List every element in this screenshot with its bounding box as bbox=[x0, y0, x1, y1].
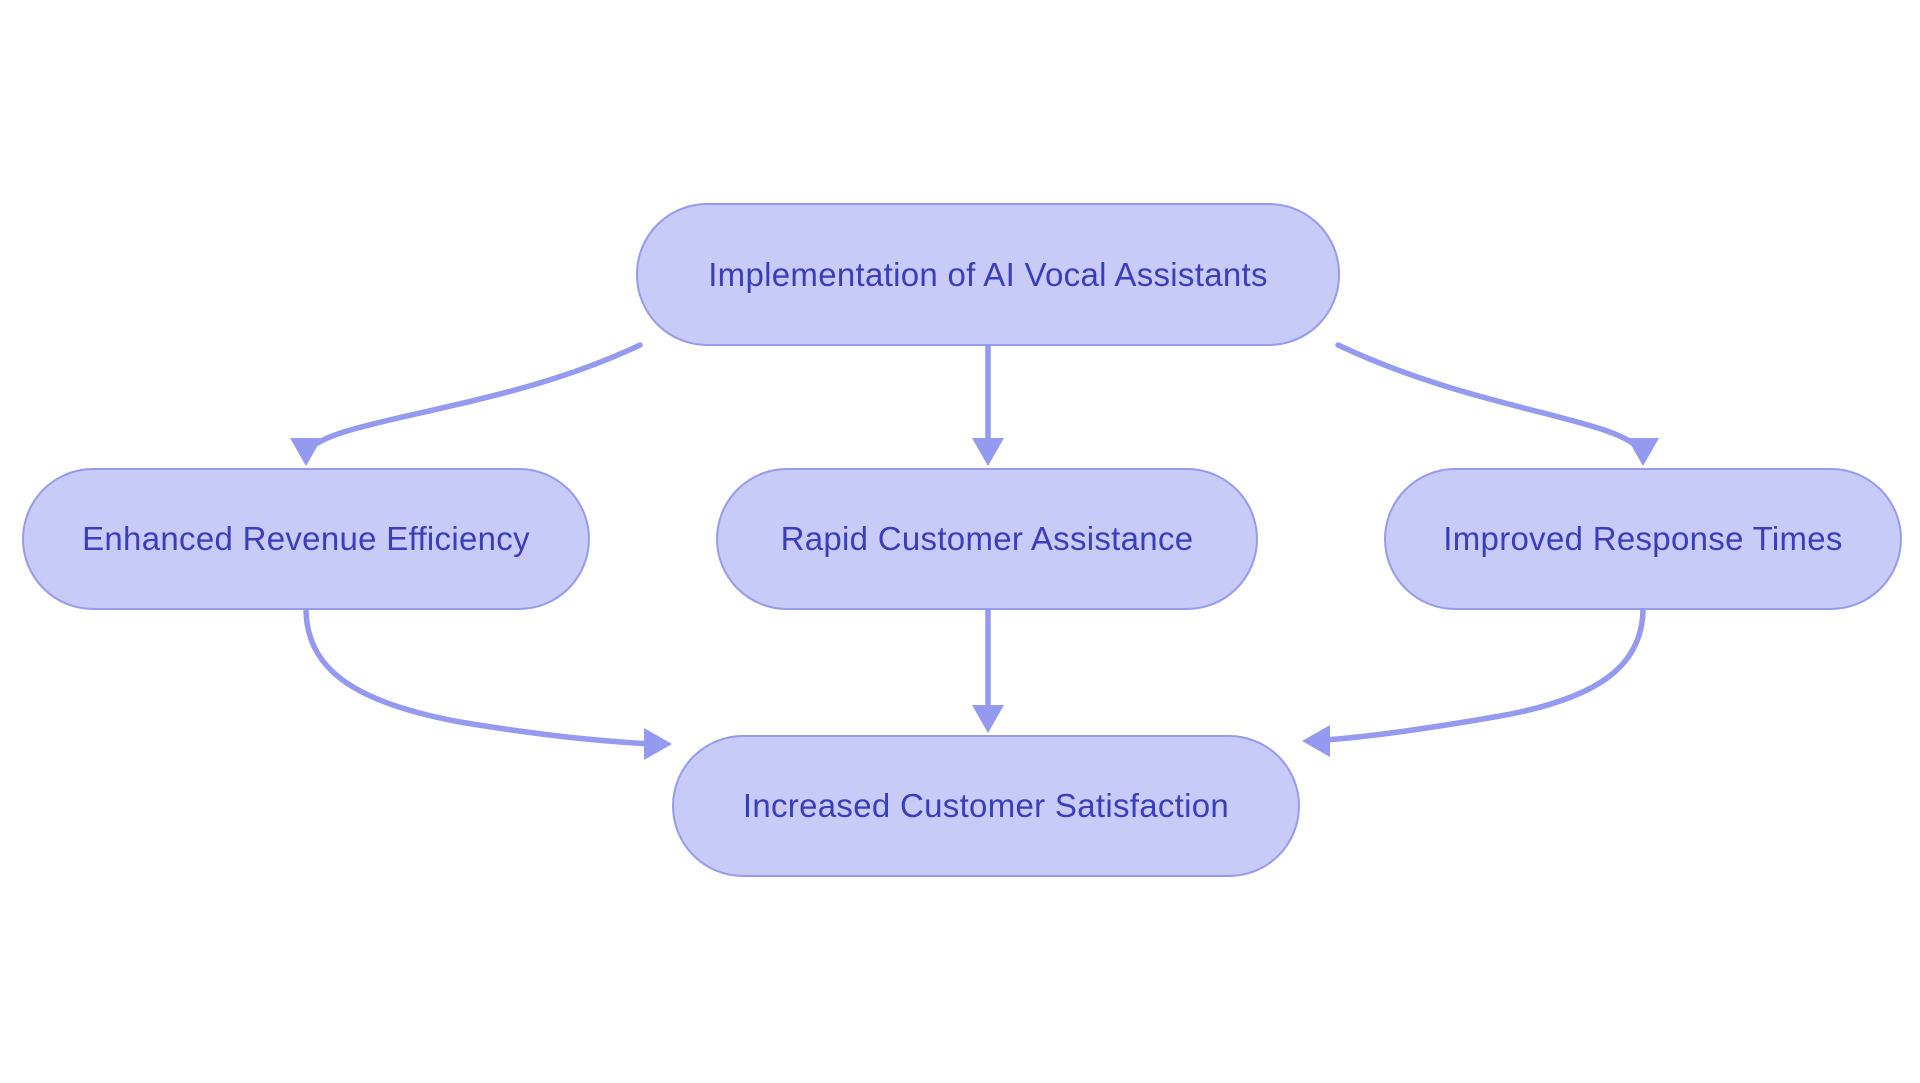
node-label: Improved Response Times bbox=[1443, 520, 1843, 557]
node-customer-satisfaction: Increased Customer Satisfaction bbox=[672, 735, 1300, 877]
node-response-times: Improved Response Times bbox=[1384, 468, 1902, 610]
arrowhead-down bbox=[972, 705, 1004, 733]
arrowhead-right bbox=[644, 728, 672, 760]
node-implementation: Implementation of AI Vocal Assistants bbox=[636, 203, 1340, 346]
arrowhead-down bbox=[972, 438, 1004, 466]
node-label: Implementation of AI Vocal Assistants bbox=[708, 255, 1268, 293]
edge-implementation-to-revenue bbox=[304, 342, 643, 455]
edge-response-to-satisfaction bbox=[1322, 607, 1646, 743]
node-label: Increased Customer Satisfaction bbox=[742, 787, 1230, 824]
node-customer-assistance: Rapid Customer Assistance bbox=[716, 468, 1258, 610]
node-revenue-efficiency: Enhanced Revenue Efficiency bbox=[22, 468, 590, 610]
node-label: Enhanced Revenue Efficiency bbox=[82, 520, 530, 557]
edge-revenue-to-satisfaction bbox=[303, 607, 653, 747]
arrowhead-down bbox=[290, 438, 322, 466]
node-label: Rapid Customer Assistance bbox=[780, 520, 1194, 557]
edge-implementation-to-response bbox=[1335, 342, 1645, 455]
arrowhead-down bbox=[1627, 438, 1659, 466]
arrowhead-left bbox=[1302, 725, 1330, 757]
